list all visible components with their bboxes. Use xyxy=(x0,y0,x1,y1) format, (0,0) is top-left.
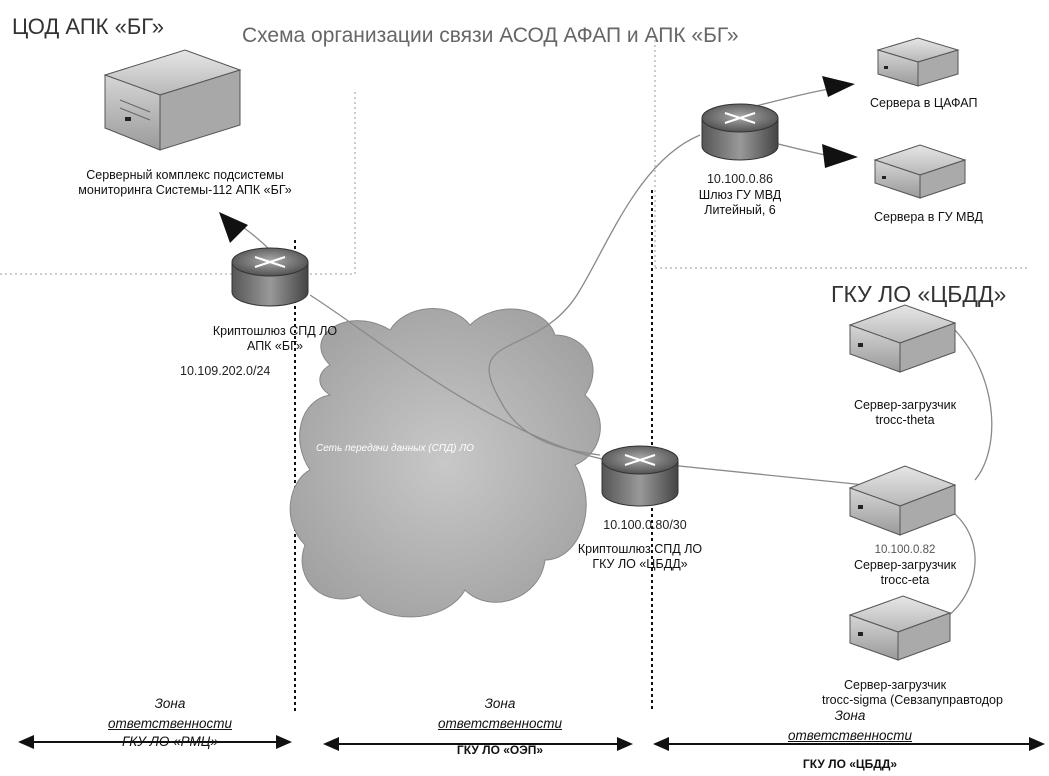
link-theta-eta xyxy=(954,329,993,481)
network-cloud xyxy=(289,308,601,618)
arrow-to-cafap xyxy=(822,76,855,97)
server-eta-label-line1: Сервер-загрузчик xyxy=(853,558,957,572)
server-eta xyxy=(848,465,957,536)
server-eta-label-line2: trocc-eta xyxy=(880,573,930,587)
monitoring-label-line1: Серверный комплекс подсистемы xyxy=(86,168,284,182)
zone-cbdd: Зона ответственности ГКУ ЛО «ЦБДД» xyxy=(740,706,960,774)
monitoring-server-label: Серверный комплекс подсистемы мониторинг… xyxy=(55,168,315,198)
server-theta xyxy=(848,304,957,373)
router-bg-label: Криптошлюз СПД ЛО АПК «БГ» xyxy=(180,324,370,354)
router-cbdd xyxy=(601,445,679,507)
zone-cbdd-line2: ответственности xyxy=(787,728,913,743)
arrow-to-gumvd xyxy=(822,144,858,168)
server-sigma-label-line1: Сервер-загрузчик xyxy=(844,678,947,692)
router-mvd-label: Шлюз ГУ МВД Литейный, 6 xyxy=(670,188,810,218)
arrow-to-monitoring xyxy=(219,212,248,243)
zone-rmc-line2: ответственности xyxy=(107,716,233,731)
zone-oep-line1: Зона xyxy=(484,696,516,711)
router-mvd-label-line1: Шлюз ГУ МВД xyxy=(698,188,782,202)
diagram-title: Схема организации связи АСОД АФАП и АПК … xyxy=(242,24,739,47)
server-theta-label: Сервер-загрузчик trocc-theta xyxy=(835,398,975,428)
server-eta-ip: 10.100.0.82 xyxy=(874,544,936,556)
zone-rmc-line3: ГКУ ЛО «РМЦ» xyxy=(121,734,219,749)
zone-rmc: Зона ответственности ГКУ ЛО «РМЦ» xyxy=(60,694,280,752)
server-eta-label: Сервер-загрузчик trocc-eta xyxy=(835,558,975,588)
router-cbdd-label-line1: Криптошлюз СПД ЛО xyxy=(577,542,703,556)
router-cbdd-label: Криптошлюз СПД ЛО ГКУ ЛО «ЦБДД» xyxy=(555,542,725,572)
link-mvd-cbdd xyxy=(488,134,701,456)
server-cafap-label: Сервера в ЦАФАП xyxy=(870,96,978,110)
server-monitoring xyxy=(103,49,242,151)
router-mvd-ip: 10.100.0.86 xyxy=(706,172,774,186)
server-gumvd-label: Сервера в ГУ МВД xyxy=(874,210,983,224)
router-mvd xyxy=(701,103,779,161)
arrow-heads xyxy=(219,76,858,243)
server-sigma-label-line2: trocc-sigma (Севзапуправтодор xyxy=(822,693,1003,707)
datacenter-title: ЦОД АПК «БГ» xyxy=(12,14,164,39)
server-gumvd xyxy=(873,144,967,199)
router-bg-label-line1: Криптошлюз СПД ЛО xyxy=(212,324,338,338)
zone-oep-line3: ГКУ ЛО «ОЭП» xyxy=(456,743,544,757)
router-cbdd-subnet: 10.100.0.80/30 xyxy=(603,518,687,532)
zone-oep: Зона ответственности ГКУ ЛО «ОЭП» xyxy=(390,694,610,760)
server-sigma xyxy=(848,595,952,661)
router-bg-subnet: 10.109.202.0/24 xyxy=(180,364,271,378)
router-mvd-label-line2: Литейный, 6 xyxy=(704,203,776,217)
router-bg xyxy=(231,247,309,307)
zone-arrows xyxy=(18,735,1045,751)
org-title-cbdd: ГКУ ЛО «ЦБДД» xyxy=(831,281,1007,307)
zone-cbdd-line3: ГКУ ЛО «ЦБДД» xyxy=(802,757,898,771)
server-sigma-label: Сервер-загрузчик trocc-sigma (Севзапупра… xyxy=(822,678,1032,708)
zone-oep-line2: ответственности xyxy=(437,716,563,731)
server-cafap xyxy=(876,37,960,87)
server-theta-label-line2: trocc-theta xyxy=(875,413,935,427)
zone-rmc-line1: Зона xyxy=(154,696,186,711)
zone-cbdd-line1: Зона xyxy=(834,708,866,723)
router-bg-label-line2: АПК «БГ» xyxy=(247,339,303,353)
router-cbdd-label-line2: ГКУ ЛО «ЦБДД» xyxy=(592,557,688,571)
monitoring-label-line2: мониторинга Системы-112 АПК «БГ» xyxy=(78,183,292,197)
cloud-label: Сеть передачи данных (СПД) ЛО xyxy=(316,443,474,454)
server-theta-label-line1: Сервер-загрузчик xyxy=(853,398,957,412)
